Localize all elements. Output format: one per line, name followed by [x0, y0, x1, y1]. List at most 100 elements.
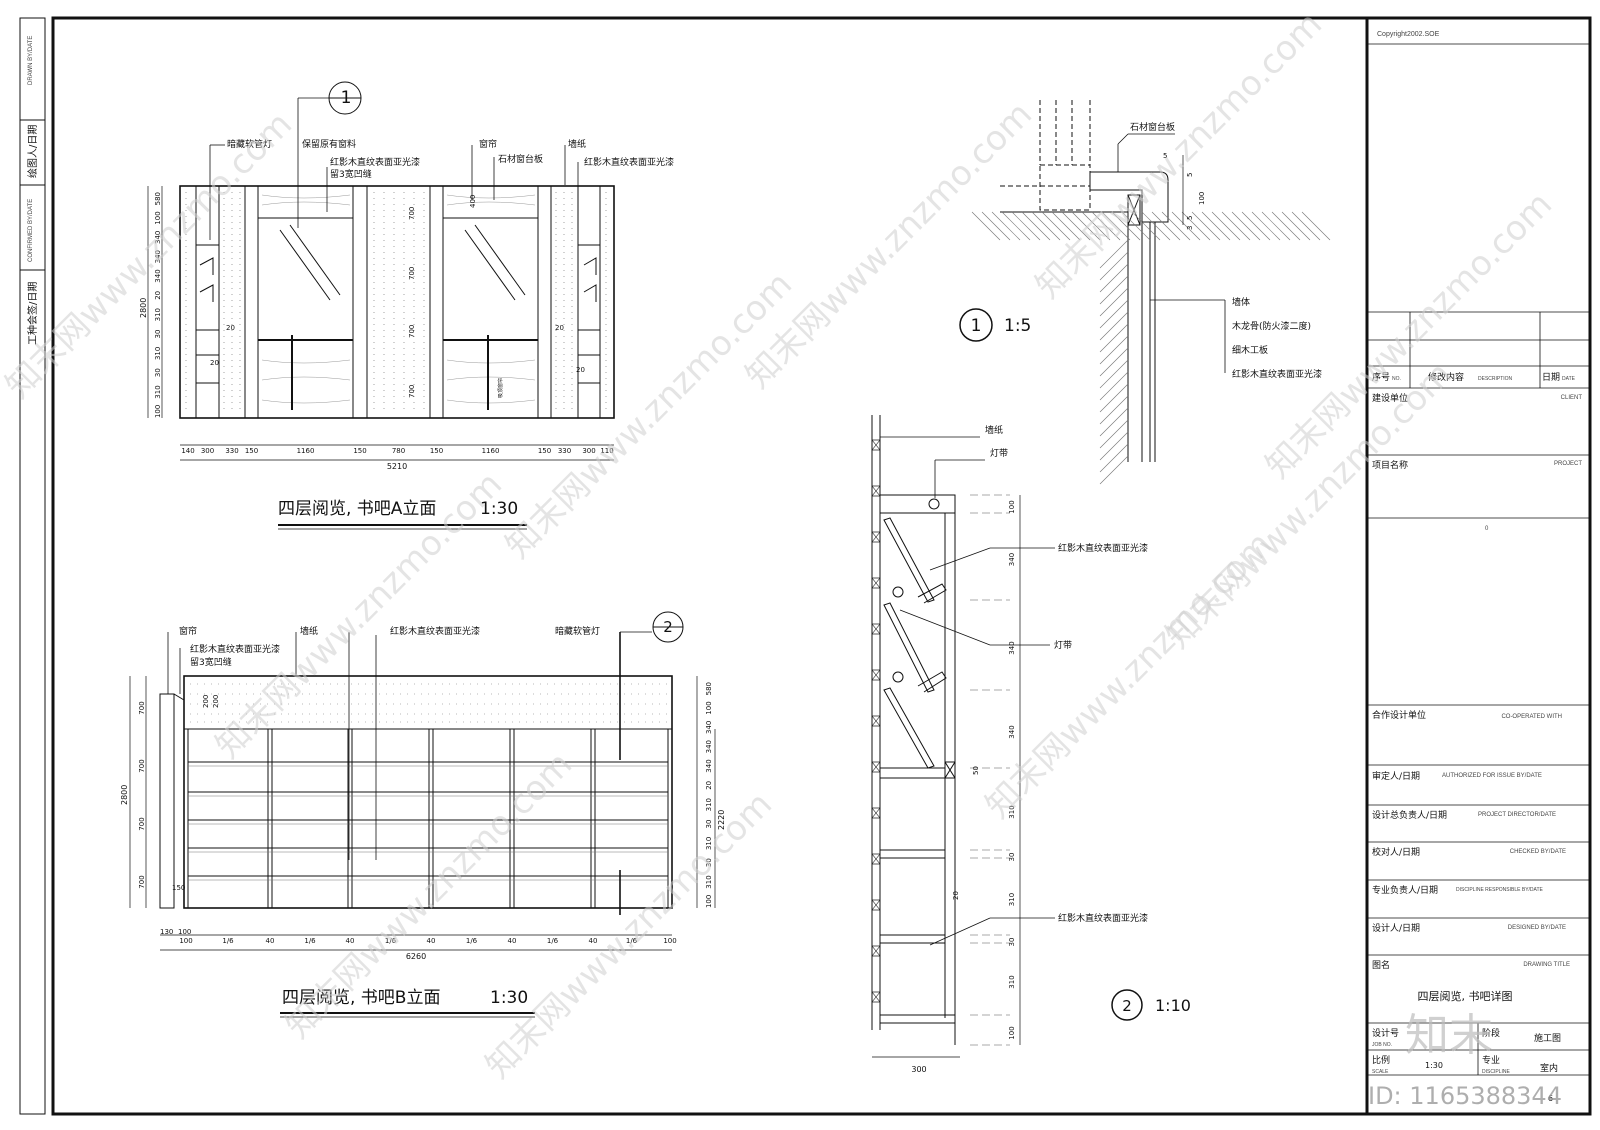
d2-inner-0: 50	[972, 766, 980, 775]
a-bottom-dim: 140	[181, 447, 194, 455]
scale-en: SCALE	[1372, 1069, 1389, 1075]
b-bottom-dim: 100	[663, 937, 676, 945]
d2-right-dim: 30	[1008, 853, 1016, 862]
b-bottom-dim: 40	[266, 937, 275, 945]
d2-right-dim: 340	[1008, 725, 1016, 738]
designed-cn: 设计人/日期	[1372, 922, 1420, 934]
d1-top-label: 石材窗台板	[1130, 121, 1175, 133]
detail-1	[959, 100, 1331, 485]
scale-value: 1:30	[1425, 1061, 1443, 1070]
watermark-logo: 知末	[1405, 1010, 1493, 1061]
a-bottom-dim: 150	[538, 447, 551, 455]
b-right-dim: 20	[705, 781, 713, 790]
label-a-0: 暗藏软管灯	[227, 138, 272, 150]
b-inner-2: 150	[172, 884, 185, 892]
label-b-2: 留3宽凹缝	[190, 656, 232, 668]
detail-2-text: 墙纸 灯带 红影木直纹表面亚光漆 灯带 红影木直纹表面亚光漆 100340340…	[911, 424, 1191, 1074]
drawn-by-cn: 绘图人/日期	[26, 125, 39, 178]
bubble-2-number: 2	[663, 618, 673, 636]
b-right-dim: 30	[705, 820, 713, 829]
label-b-1: 红影木直纹表面亚光漆	[190, 643, 280, 655]
director-cn: 设计总负责人/日期	[1372, 809, 1447, 821]
rev-desc-cn: 修改内容	[1428, 371, 1464, 383]
b-left-dim: 700	[138, 759, 146, 772]
b-bottom-dim: 1/6	[304, 937, 316, 945]
b-right-dim: 100	[705, 701, 713, 714]
d1-label-1: 木龙骨(防火漆二度)	[1232, 320, 1311, 332]
coop-en: CO-OPERATED WITH	[1501, 714, 1562, 720]
d2-label-4: 红影木直纹表面亚光漆	[1058, 912, 1148, 924]
copyright: Copyright2002.SOE	[1377, 31, 1440, 38]
b-right-dim: 340	[705, 759, 713, 772]
watermark-text: 知末网www.znzmo.com	[738, 94, 1040, 396]
a-left-dim: 310	[154, 385, 162, 398]
b-right-dim: 310	[705, 798, 713, 811]
a-note: 吸顶窗帘	[497, 378, 504, 398]
confirmed-by-en: CONFIRMED BY/DATE	[28, 199, 34, 262]
label-b-0: 窗帘	[179, 625, 197, 637]
b-bottom-dim: 1/6	[385, 937, 397, 945]
a-inner-3: 700	[408, 325, 416, 338]
d1-label-2: 细木工板	[1232, 344, 1268, 356]
job-no-en: JOB NO.	[1372, 1042, 1392, 1048]
label-b-4: 红影木直纹表面亚光漆	[390, 625, 480, 637]
d1-dim-2: 100	[1198, 192, 1206, 205]
a-inner-4: 700	[408, 385, 416, 398]
elevation-a-scale: 1:30	[480, 499, 518, 519]
b-bottom-dim: 1/6	[547, 937, 559, 945]
d2-right-dim: 30	[1008, 938, 1016, 947]
d2-right-dim: 100	[1008, 500, 1016, 513]
d2-label-2: 红影木直纹表面亚光漆	[1058, 542, 1148, 554]
b-bottom-dim: 1/6	[626, 937, 638, 945]
d1-dim-3: 5	[1186, 216, 1194, 220]
b-bottom-dim: 1/6	[466, 937, 478, 945]
a-bottom-dim: 1160	[482, 447, 500, 455]
b-inner-0: 200	[202, 695, 210, 708]
sheet-frame	[19, 16, 1592, 1116]
coop-cn: 合作设计单位	[1372, 709, 1426, 721]
b-bottom-dim: 40	[508, 937, 517, 945]
elevation-a	[147, 81, 615, 530]
b-right-dim: 310	[705, 875, 713, 888]
a-bottom-dim: 780	[392, 447, 405, 455]
project-cn: 项目名称	[1372, 459, 1408, 471]
d1-dim-4: 3	[1186, 226, 1194, 230]
rev-no-cn: 序号	[1372, 371, 1390, 383]
label-a-1: 保留原有窗料	[302, 138, 356, 150]
client-en: CLIENT	[1561, 395, 1583, 401]
side-strip: DRAWN BY/DATE 绘图人/日期 CONFIRMED BY/DATE 工…	[26, 36, 39, 345]
watermark-text: 知末网www.znzmo.com	[1258, 184, 1560, 486]
b-left-dim: 700	[138, 875, 146, 888]
a-inner-1: 700	[408, 207, 416, 220]
watermark-text: 知末网www.znzmo.com	[1158, 354, 1460, 656]
d1-dim-1: 5	[1186, 173, 1194, 177]
d2-right-dim: 340	[1008, 553, 1016, 566]
a-left-dim: 310	[154, 308, 162, 321]
label-b-3: 墙纸	[300, 625, 318, 637]
watermarks: 知末网www.znzmo.com知末网www.znzmo.com知末网www.z…	[0, 4, 1560, 1086]
b-bottom-dim: 100	[179, 937, 192, 945]
a-inner-6: 20	[226, 324, 235, 332]
d2-right-dim: 340	[1008, 641, 1016, 654]
auth-cn: 审定人/日期	[1372, 770, 1420, 782]
elevation-a-text: 1 暗藏软管灯 保留原有窗料 红影木直纹表面亚光漆 留3宽凹缝 窗帘 石材窗台板…	[139, 88, 674, 519]
d2-right-dim: 100	[1008, 1026, 1016, 1039]
rev-no-en: NO.	[1392, 376, 1401, 382]
elevation-b-title: 四层阅览, 书吧B立面	[282, 988, 440, 1008]
a-overall-height: 2800	[139, 298, 148, 318]
a-inner-0: 400	[469, 195, 477, 208]
a-bottom-dim: 330	[558, 447, 571, 455]
b-bottom-dim: 40	[589, 937, 598, 945]
a-bottom-dim: 1160	[297, 447, 315, 455]
label-a-5: 石材窗台板	[498, 153, 543, 165]
a-bottom-dim: 330	[225, 447, 238, 455]
a-inner-2: 700	[408, 267, 416, 280]
rev-date-cn: 日期	[1542, 372, 1560, 383]
d2-right-dim: 310	[1008, 805, 1016, 818]
d2-right-dim: 310	[1008, 975, 1016, 988]
